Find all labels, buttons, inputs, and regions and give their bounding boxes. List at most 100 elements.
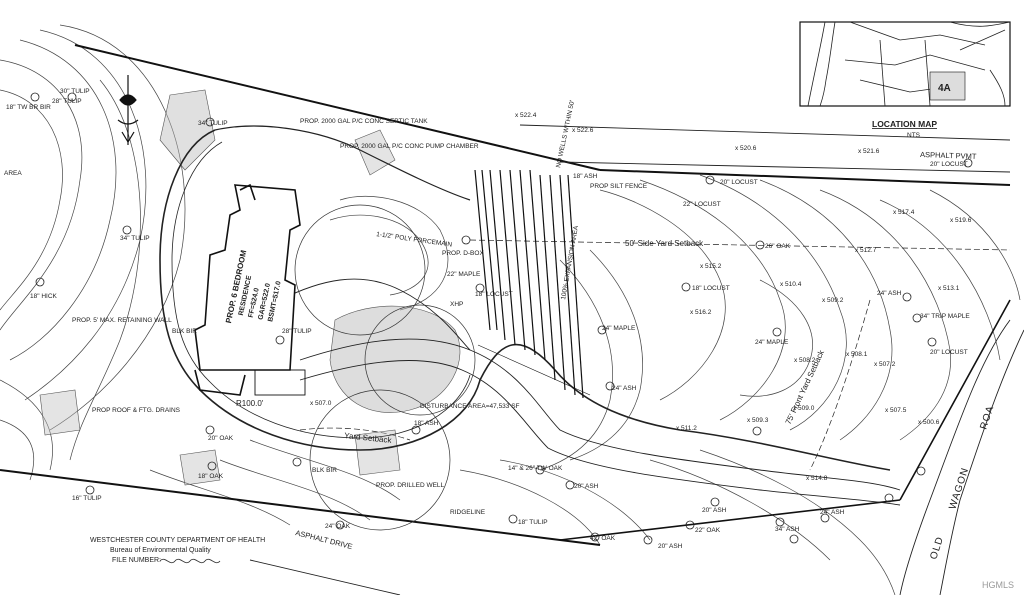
road-edges <box>249 124 1024 596</box>
spot-elevation: x 515.2 <box>700 263 722 270</box>
tree-label: 30" TULIP <box>60 88 90 95</box>
road-label-right-3: ROA <box>978 404 996 431</box>
tree-symbols <box>30 92 973 545</box>
road-label-top: ASPHALT PVMT <box>920 150 977 161</box>
tree-label: 22" OAK <box>695 527 721 534</box>
tree-label: 18" OAK <box>198 473 224 480</box>
tree-label: 18" LOCUST <box>475 291 513 298</box>
septic-tank-label: PROP. 2000 GAL P/C CONC SEPTIC TANK <box>300 118 428 125</box>
house-footprint <box>194 183 301 396</box>
tree-label: 18" TULIP <box>518 519 548 526</box>
silt-fence-label: PROP SILT FENCE <box>590 183 648 190</box>
tree-label: 34" ASH <box>775 526 800 533</box>
tree-label: 24" ASH <box>877 290 902 297</box>
septic-fields <box>474 169 591 399</box>
spot-elevation: x 511.2 <box>676 425 697 432</box>
file-number-handwriting <box>159 558 221 564</box>
tree-label: 20" ASH <box>702 507 727 514</box>
tree-label: 18" LOCUST <box>692 285 730 292</box>
tree-label: 16" TULIP <box>72 495 102 502</box>
tree-label: 18" ASH <box>573 173 598 180</box>
tree-label: 20" LOCUST <box>930 349 968 356</box>
tree-label: 24" ASH <box>820 509 845 516</box>
stippled-areas <box>39 89 461 486</box>
spot-elevation: x 519.6 <box>950 217 972 224</box>
deck <box>254 369 306 396</box>
location-map-subtitle: NTS <box>907 132 921 139</box>
north-arrow-icon <box>117 75 139 145</box>
spot-elevation: x 510.4 <box>780 281 802 288</box>
no-wells-label: NO WELLS WITHIN 50' <box>555 100 576 169</box>
spot-elevation: x 508.2 <box>794 357 816 364</box>
watermark: HGMLS <box>982 580 1014 590</box>
radius-circles <box>294 204 476 531</box>
expansion-area-label: 100% EXPANSION AREA <box>560 225 580 301</box>
spot-elevation: x 522.6 <box>572 127 594 134</box>
xhp-label: XHP <box>450 301 463 308</box>
ridgeline-label: RIDGELINE <box>450 509 486 516</box>
tree-label: 28" TULIP <box>52 98 82 105</box>
health-dept-line1: WESTCHESTER COUNTY DEPARTMENT OF HEALTH <box>90 537 265 544</box>
health-dept-line2: Bureau of Environmental Quality <box>110 547 211 554</box>
tree-label: 18" ASH <box>414 420 439 427</box>
spot-elevation: x 520.6 <box>735 145 757 152</box>
tree-label: 42" OAK <box>590 535 616 542</box>
spot-elevation: x 507.0 <box>310 400 332 407</box>
tree-label: 24" MAPLE <box>755 339 789 346</box>
property-lines <box>0 44 1011 546</box>
drilled-well-label: PROP. DRILLED WELL <box>376 482 445 489</box>
location-map-title: LOCATION MAP <box>872 119 937 129</box>
tree-label: 20" OAK <box>208 435 234 442</box>
pump-chamber-label: PROP. 2000 GAL P/C CONC PUMP CHAMBER <box>340 143 479 150</box>
spot-elevation: x 517.4 <box>893 209 915 216</box>
location-map-label: 4A <box>938 83 951 94</box>
tree-label: 18" HICK <box>30 293 58 300</box>
spot-elevation: x 522.4 <box>515 112 537 119</box>
spot-elevation: x 509.3 <box>747 417 769 424</box>
retaining-wall-label: PROP. 5' MAX. RETAINING WALL <box>72 317 172 324</box>
tree-label: 24" OAK <box>325 523 351 530</box>
area-label: AREA <box>4 170 22 177</box>
tree-label: 34" TULIP <box>198 120 228 127</box>
tree-label: 22" LOCUST <box>683 201 721 208</box>
silt-fence <box>159 125 891 471</box>
tree-label: 24" ASH <box>612 385 637 392</box>
road-label-bottom: ASPHALT DRIVE <box>295 528 354 551</box>
tree-label: 20" ASH <box>574 483 599 490</box>
tree-label: 18" TW BR BIR <box>6 104 51 111</box>
tree-label: 34" TULIP <box>120 235 150 242</box>
tree-label: 22" MAPLE <box>447 271 481 278</box>
dbox-label: PROP. D-BOX <box>442 250 484 257</box>
tree-label: 24" MAPLE <box>602 325 636 332</box>
spot-elevation: x 500.6 <box>918 419 940 426</box>
tree-label: BLK BIR <box>172 328 197 335</box>
tree-label: 20" LOCUST <box>930 161 968 168</box>
side-setback-label: 50' Side Yard Setback <box>625 239 704 248</box>
tree-label: BLK BIR <box>312 467 337 474</box>
health-dept-line3: FILE NUMBER: <box>112 557 161 564</box>
spot-elevation: x 508.1 <box>846 351 868 358</box>
spot-elevations: x 522.4 x 520.6 x 521.6 x 517.4 x 519.6 … <box>310 112 972 482</box>
spot-elevation: x 513.1 <box>938 285 960 292</box>
spot-elevation: x 512.7 <box>855 247 877 254</box>
spot-elevation: x 507.2 <box>874 361 896 368</box>
spot-elevation: x 516.2 <box>690 309 712 316</box>
location-map-inset: 4A <box>799 21 1011 107</box>
spot-elevation: x 507.5 <box>885 407 907 414</box>
roof-drains-label: PROP ROOF & FTG. DRAINS <box>92 407 181 414</box>
radius-label: R100.0' <box>236 399 264 408</box>
driveway <box>279 278 901 506</box>
road-label-right-1: OLD <box>928 535 946 561</box>
disturbance-label: DISTURBANCE AREA=47,533 SF <box>420 403 520 410</box>
tree-label: 34" TRIP MAPLE <box>920 313 970 320</box>
tree-label: 20" LOCUST <box>720 179 758 186</box>
spot-elevation: x 509.2 <box>822 297 844 304</box>
spot-elevation: x 509.0 <box>793 405 815 412</box>
tree-labels: 18" TW BR BIR 28" TULIP 30" TULIP 34" TU… <box>6 88 970 550</box>
tree-label: 20" ASH <box>658 543 683 550</box>
spot-elevation: x 521.6 <box>858 148 880 155</box>
tree-label: 26" OAK <box>765 243 791 250</box>
tree-label: 28" TULIP <box>282 328 312 335</box>
